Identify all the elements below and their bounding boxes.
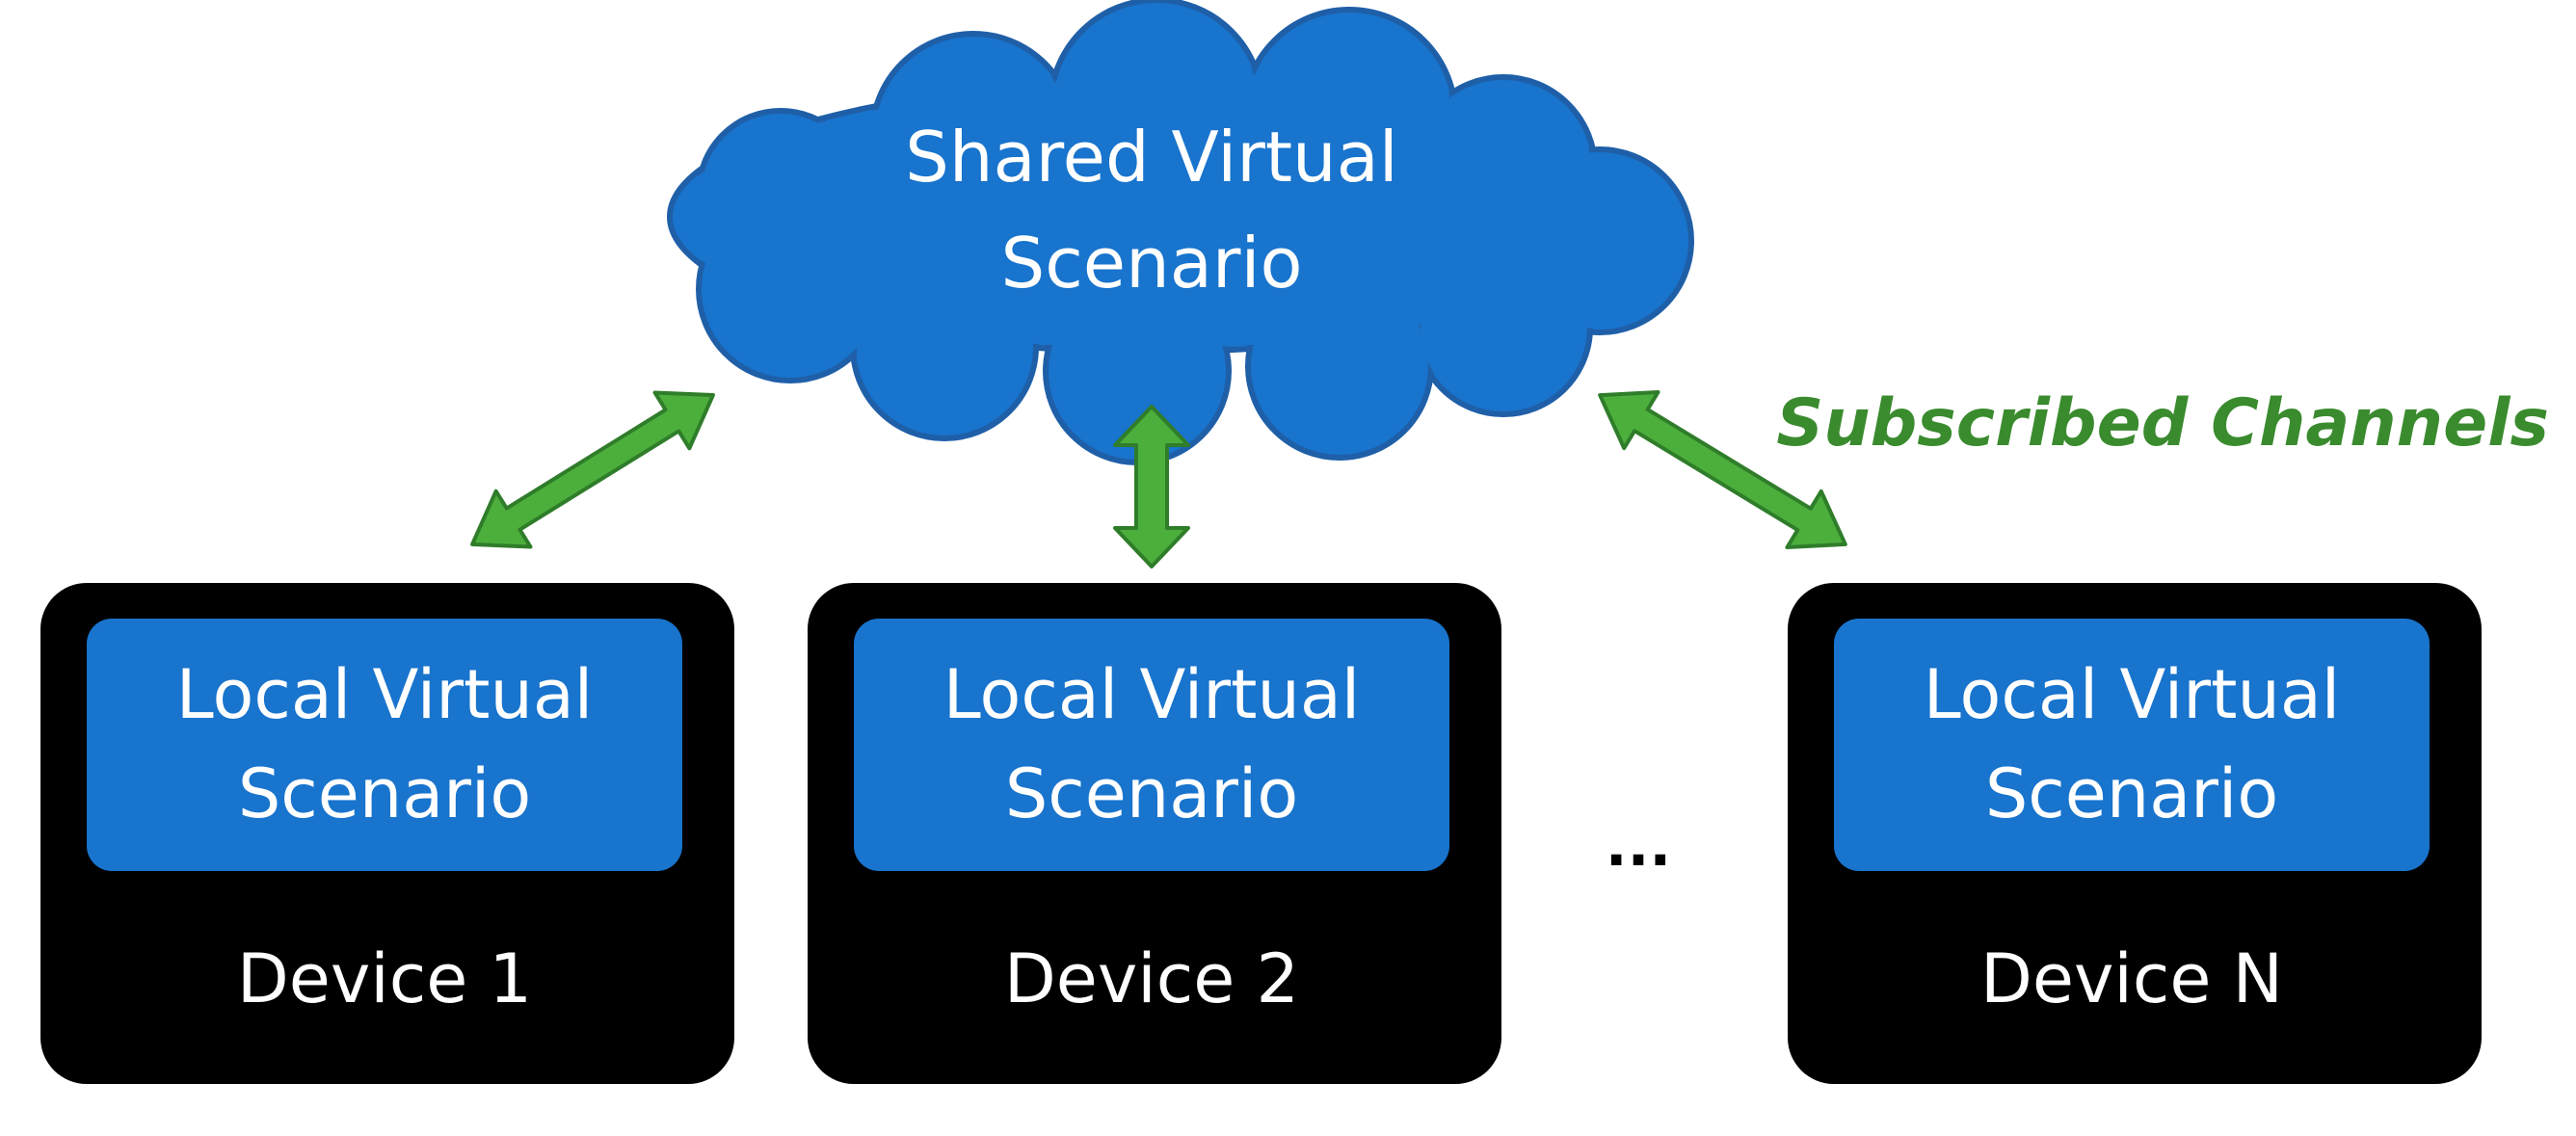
device-n: Local Virtual Scenario Device N xyxy=(1788,583,2482,1084)
local-virtual-scenario-2 xyxy=(854,619,1449,871)
cloud-label-line1: Shared Virtual xyxy=(905,117,1398,198)
right-channel-arrow xyxy=(1598,390,1847,549)
device-2-scenario-line2: Scenario xyxy=(1005,754,1298,833)
device-2: Local Virtual Scenario Device 2 xyxy=(808,583,1501,1084)
middle-channel-arrow xyxy=(1113,405,1190,568)
shared-virtual-scenario-cloud: Shared Virtual Scenario xyxy=(667,0,1694,465)
left-channel-arrow xyxy=(470,390,715,549)
device-2-label: Device 2 xyxy=(1004,939,1299,1018)
device-n-scenario-line1: Local Virtual xyxy=(1924,655,2340,734)
ellipsis: ... xyxy=(1606,812,1671,880)
device-1: Local Virtual Scenario Device 1 xyxy=(40,583,734,1084)
device-n-label: Device N xyxy=(1980,939,2283,1018)
device-1-label: Device 1 xyxy=(237,939,532,1018)
subscribed-channels-label: Subscribed Channels xyxy=(1776,385,2549,462)
local-virtual-scenario-1 xyxy=(87,619,682,871)
device-n-scenario-line2: Scenario xyxy=(1985,754,2278,833)
device-2-scenario-line1: Local Virtual xyxy=(943,655,1360,734)
device-1-scenario-line2: Scenario xyxy=(238,754,531,833)
device-1-scenario-line1: Local Virtual xyxy=(176,655,593,734)
local-virtual-scenario-n xyxy=(1834,619,2430,871)
cloud-label-line2: Scenario xyxy=(1001,223,1303,304)
